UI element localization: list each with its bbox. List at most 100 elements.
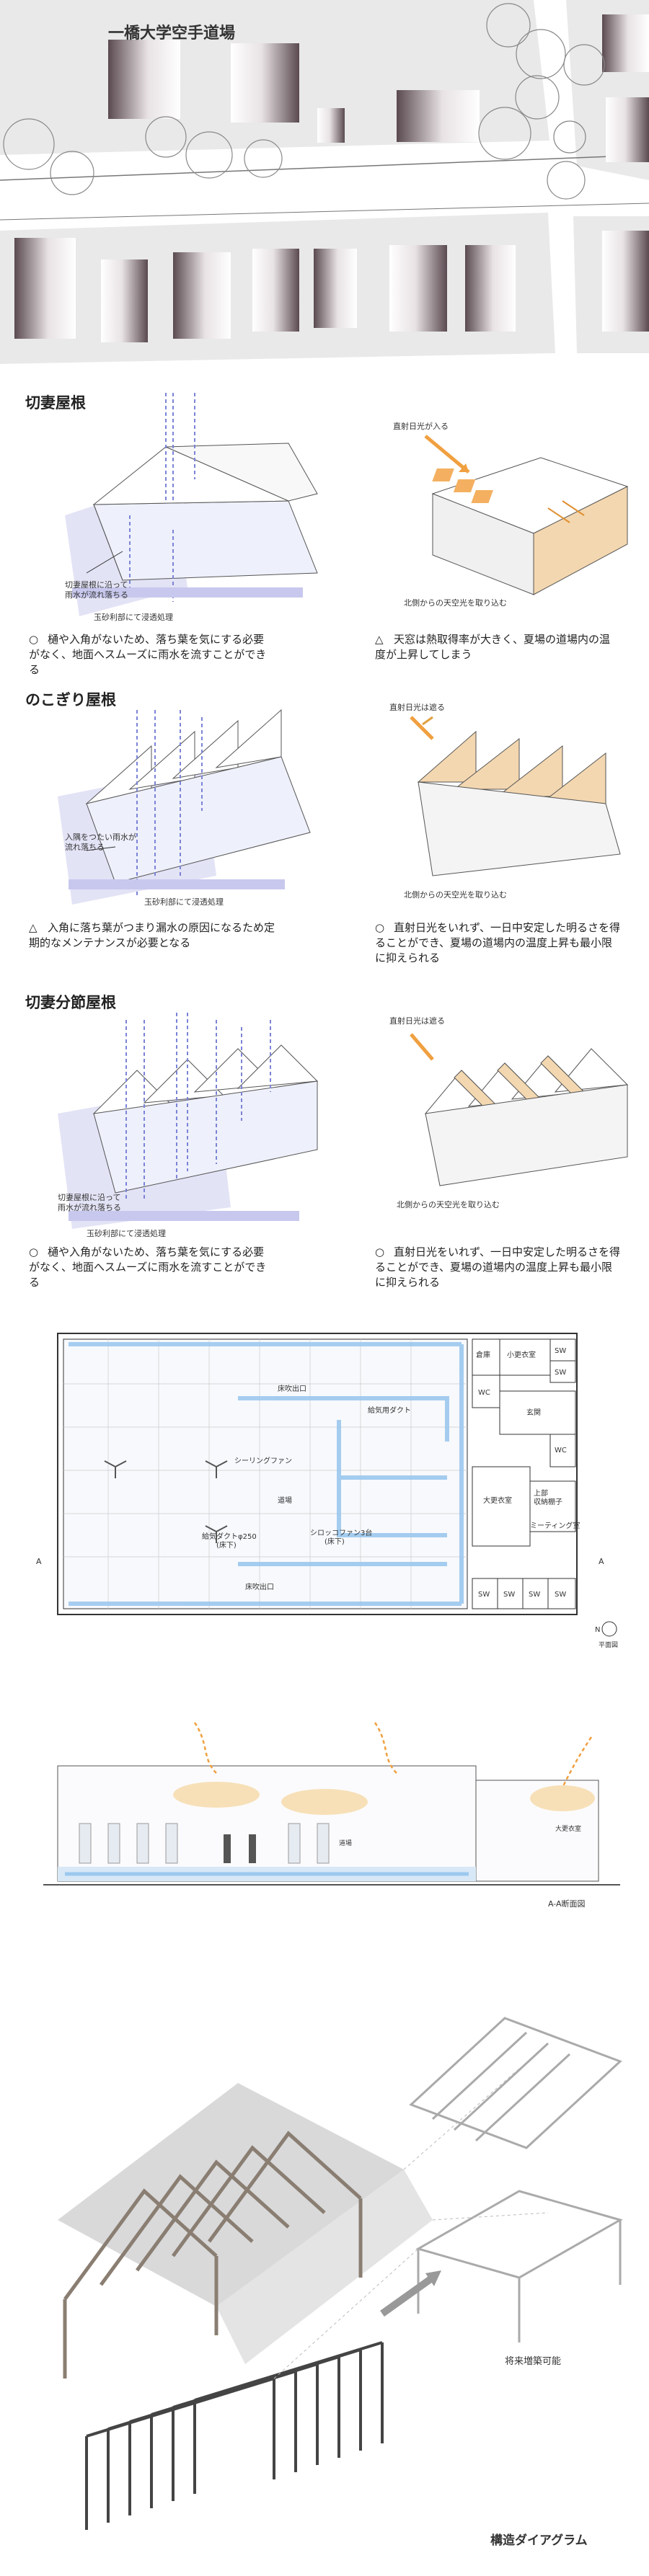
building-block xyxy=(14,238,76,339)
plan-label: 床吹出口 xyxy=(245,1582,274,1591)
plan-scale-label: 平面図 xyxy=(599,1641,618,1649)
room-label: 玄関 xyxy=(526,1408,541,1417)
rain-label-1: 切妻屋根に沿って 雨水が流れ落ちる xyxy=(65,579,131,600)
sawtooth-rain-diagram: 入隅をつたい雨水が 流れ落ちる 玉砂利部にて浸透処理 xyxy=(58,709,311,907)
rain-note-text: 樋や入角がないため、落ち葉を気にする必要がなく、地面へスムーズに雨水を流すことが… xyxy=(29,1245,267,1289)
building-block xyxy=(108,40,180,119)
section-drawing-svg: A-A断面図 大更衣室 道場 xyxy=(43,1722,620,1909)
tree-circles xyxy=(3,3,605,200)
building-block xyxy=(602,14,649,72)
section-mark: A xyxy=(599,1557,604,1566)
light-note: △天窓は熱取得率が大きく、夏場の道場内の温度が上昇してしまう xyxy=(375,632,613,662)
rain-label-1: 入隅をつたい雨水が 流れ落ちる xyxy=(65,832,139,852)
structure-title: 構造ダイアグラム xyxy=(490,2533,588,2548)
plan-label: 給気用ダクト xyxy=(368,1405,411,1415)
gable-rain-diagram: 切妻屋根に沿って 雨水が流れ落ちる 玉砂利部にて浸透処理 xyxy=(65,393,318,622)
light-note-text: 直射日光をいれず、一日中安定した明るさを得ることができ、夏場の道場内の温度上昇も… xyxy=(375,921,620,964)
room-label: WC xyxy=(555,1447,567,1454)
floor-plan: 倉庫 小更衣室 SW SW WC 玄関 WC 大更衣室 上部収納棚子 ミーティン… xyxy=(0,1312,649,1651)
light-note-mark: △ xyxy=(375,633,384,646)
room-label: SW xyxy=(555,1591,566,1599)
structure-diagram: 将来増築可能 構造ダイアグラム xyxy=(0,1975,649,2576)
light-label-2: 北側からの天空光を取り込む xyxy=(404,889,507,900)
section-label: 道場 xyxy=(339,1839,352,1847)
roof-title: 切妻分節屋根 xyxy=(25,994,116,1011)
building-block xyxy=(314,249,357,328)
plan-label: シロッコファン3台(床下) xyxy=(310,1528,372,1546)
structure-drawing: 将来増築可能 構造ダイアグラム xyxy=(58,2017,623,2548)
plan-label: 道場 xyxy=(278,1496,292,1505)
room-label: SW xyxy=(529,1591,540,1599)
site-plan-drawing: 一橋大学空手道場 xyxy=(0,0,649,364)
light-label-1: 直射日光は遮る xyxy=(389,702,445,712)
roof-study-segmented-gable: 切妻分節屋根 切妻屋根に沿って 雨水が流れ落ちる 玉砂利部にて浸透処理 xyxy=(0,991,649,1308)
segmented-rain-diagram: 切妻屋根に沿って 雨水が流れ落ちる 玉砂利部にて浸透処理 xyxy=(58,1013,319,1238)
room-label: ミーティング室 xyxy=(530,1521,580,1530)
site-title: 一橋大学空手道場 xyxy=(108,24,235,43)
room-label: SW xyxy=(555,1369,566,1377)
room-label: SW xyxy=(555,1347,566,1355)
building-block xyxy=(317,108,345,143)
rain-note: ○樋や入角がないため、落ち葉を気にする必要がなく、地面へスムーズに雨水を流すこと… xyxy=(29,632,274,678)
light-label-1: 直射日光は遮る xyxy=(389,1016,445,1026)
floor-plan-drawing: 倉庫 小更衣室 SW SW WC 玄関 WC 大更衣室 上部収納棚子 ミーティン… xyxy=(36,1333,618,1649)
building-block xyxy=(606,97,649,162)
building-block xyxy=(101,259,148,342)
room-label: SW xyxy=(478,1591,490,1599)
room-label: 倉庫 xyxy=(476,1350,490,1359)
room-label: 大更衣室 xyxy=(483,1496,512,1505)
light-label-2: 北側からの天空光を取り込む xyxy=(404,598,507,608)
rain-label-1: 切妻屋根に沿って 雨水が流れ落ちる xyxy=(58,1192,123,1212)
rain-label-2: 玉砂利部にて浸透処理 xyxy=(87,1228,166,1238)
ceiling-fan-icons xyxy=(104,1460,228,1543)
light-note-mark: ○ xyxy=(375,921,385,934)
north-label: N xyxy=(595,1626,600,1634)
light-note-text: 天窓は熱取得率が大きく、夏場の道場内の温度が上昇してしまう xyxy=(375,633,611,661)
rain-note-mark: ○ xyxy=(29,633,39,646)
rain-note-mark: ○ xyxy=(29,1245,39,1258)
rain-note-text: 樋や入角がないため、落ち葉を気にする必要がなく、地面へスムーズに雨水を流すことが… xyxy=(29,633,267,676)
building-block xyxy=(397,90,480,142)
roof-study-gable: 切妻屋根 切妻屋根に沿って 雨水が流れ落ちる 玉砂利部にて浸透処理 xyxy=(0,371,649,676)
light-note-text: 直射日光をいれず、一日中安定した明るさを得ることができ、夏場の道場内の温度上昇も… xyxy=(375,1245,620,1289)
roof-studies: 切妻屋根 切妻屋根に沿って 雨水が流れ落ちる 玉砂利部にて浸透処理 xyxy=(0,371,649,1308)
plan-label: 床吹出口 xyxy=(278,1384,306,1393)
arrow-icon xyxy=(425,2270,441,2286)
section-mark: A xyxy=(36,1557,42,1566)
roof-study-sawtooth: のこぎり屋根 入隅をつたい雨水が 流れ落ちる 玉砂利部にて浸透処理 xyxy=(0,688,649,977)
rain-label-2: 玉砂利部にて浸透処理 xyxy=(144,897,224,907)
room-label: WC xyxy=(478,1389,490,1397)
light-note: ○直射日光をいれず、一日中安定した明るさを得ることができ、夏場の道場内の温度上昇… xyxy=(375,920,620,966)
rain-note: △入角に落ち葉がつまり漏水の原因になるため定期的なメンテナンスが必要となる xyxy=(29,920,281,951)
rain-label-2: 玉砂利部にて浸透処理 xyxy=(94,612,173,622)
light-note-mark: ○ xyxy=(375,1245,385,1258)
light-label-1: 直射日光が入る xyxy=(393,421,449,431)
extension-label: 将来増築可能 xyxy=(505,2356,561,2367)
room-label: 上部収納棚子 xyxy=(534,1488,562,1506)
building-block xyxy=(231,43,299,123)
building-block xyxy=(602,231,649,332)
north-arrow-icon xyxy=(601,1621,617,1637)
light-label-2: 北側からの天空光を取り込む xyxy=(397,1199,500,1209)
building-block xyxy=(465,245,516,332)
room-label: SW xyxy=(503,1591,515,1599)
sawtooth-light-diagram: 直射日光は遮る 北側からの天空光を取り込む xyxy=(389,702,621,900)
rain-note: ○樋や入角がないため、落ち葉を気にする必要がなく、地面へスムーズに雨水を流すこと… xyxy=(29,1245,274,1290)
rain-note-text: 入角に落ち葉がつまり漏水の原因になるため定期的なメンテナンスが必要となる xyxy=(29,921,275,949)
section-title: A-A断面図 xyxy=(548,1898,586,1909)
site-plan: 一橋大学空手道場 xyxy=(0,0,649,364)
building-block xyxy=(252,249,299,332)
segmented-light-diagram: 直射日光は遮る 北側からの天空光を取り込む xyxy=(389,1016,629,1209)
section-label: 大更衣室 xyxy=(555,1824,581,1833)
roof-title: 切妻屋根 xyxy=(25,394,86,412)
rain-note-mark: △ xyxy=(29,921,37,934)
roof-title: のこぎり屋根 xyxy=(25,691,116,709)
section-drawing: A-A断面図 大更衣室 道場 xyxy=(0,1715,649,1932)
room-label: 小更衣室 xyxy=(507,1350,536,1359)
gable-light-diagram: 直射日光が入る 北側からの天空光を取り込む xyxy=(393,421,629,608)
light-note: ○直射日光をいれず、一日中安定した明るさを得ることができ、夏場の道場内の温度上昇… xyxy=(375,1245,620,1290)
plan-label: シーリングファン xyxy=(234,1456,292,1465)
building-block xyxy=(389,245,447,332)
plan-label: 給気ダクトφ250(床下) xyxy=(202,1532,257,1550)
building-block xyxy=(173,252,231,339)
